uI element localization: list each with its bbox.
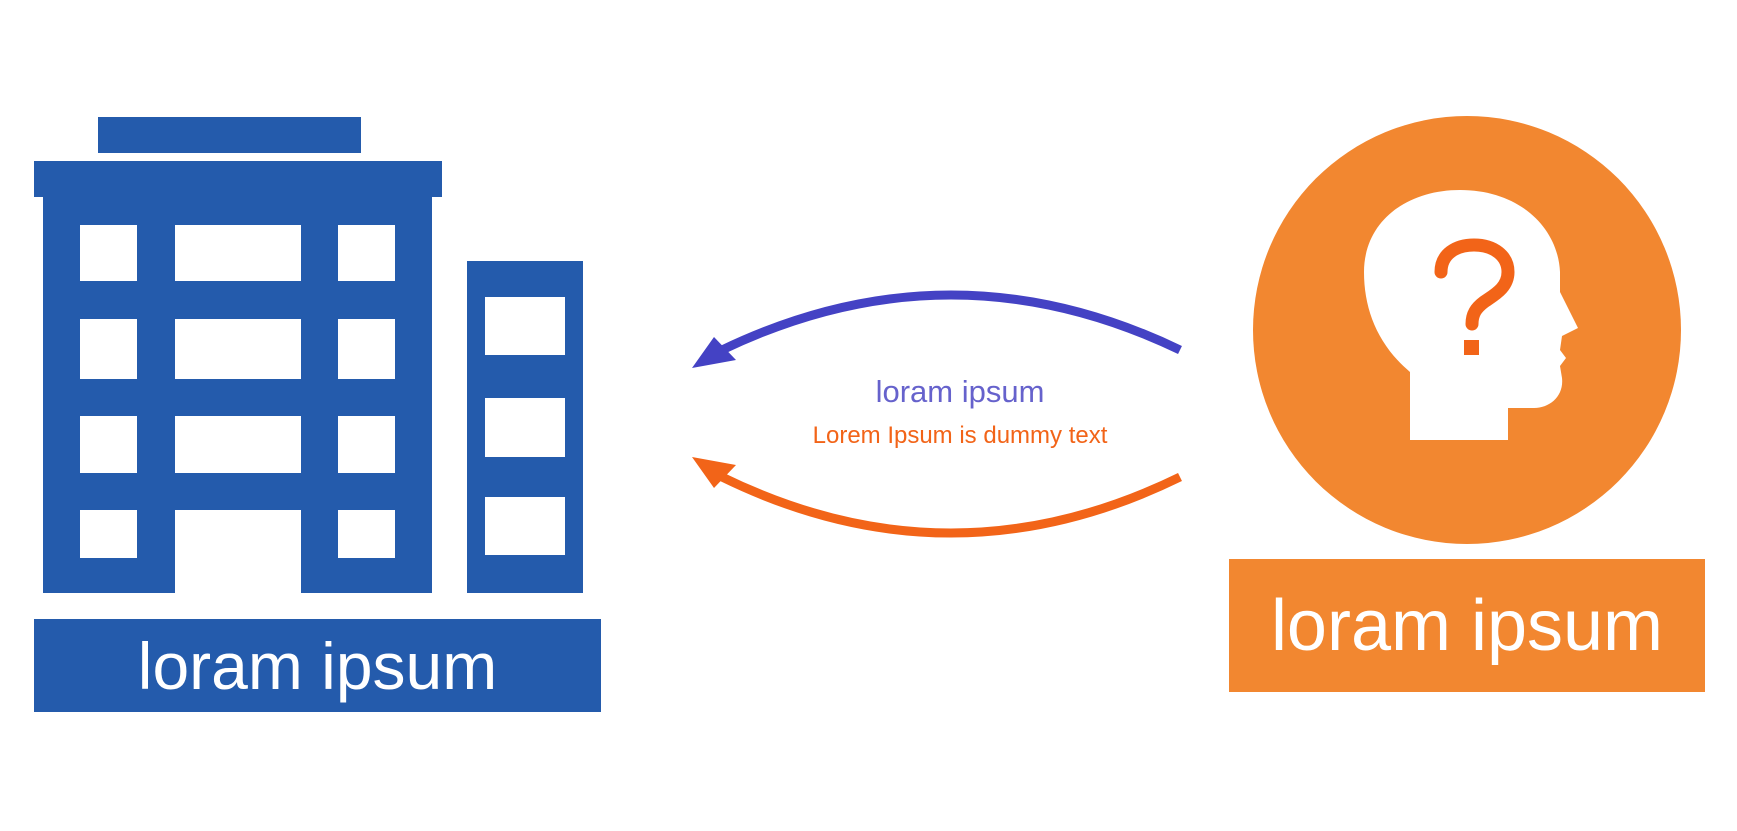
- center-subtitle: Lorem Ipsum is dummy text: [812, 422, 1108, 449]
- right-label-text: loram ipsum: [1270, 585, 1664, 666]
- center-title: loram ipsum: [875, 374, 1045, 409]
- head-question-mark-icon: [1253, 116, 1681, 544]
- left-label-box: loram ipsum: [34, 619, 601, 712]
- bottom-arrow: [692, 457, 1182, 538]
- left-label-text: loram ipsum: [137, 628, 498, 703]
- office-building-icon: [34, 117, 583, 593]
- right-label-box: loram ipsum: [1229, 559, 1705, 692]
- top-arrow: [692, 290, 1182, 368]
- question-mark-icon: [1434, 238, 1515, 331]
